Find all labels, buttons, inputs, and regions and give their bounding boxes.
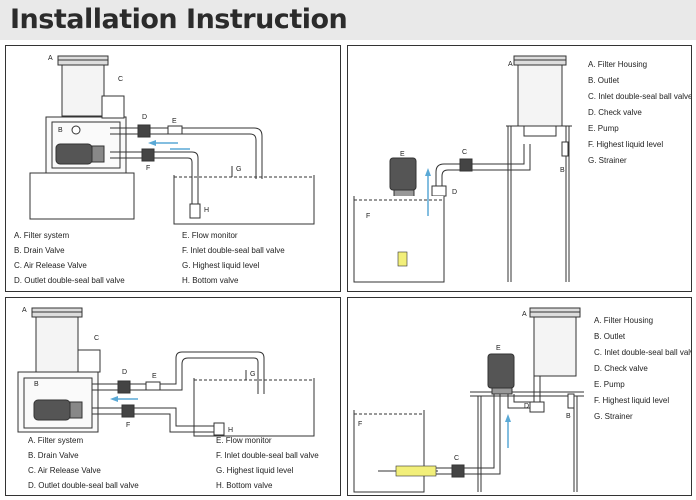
legend-item: F. Inlet double-seal ball valve (216, 451, 319, 460)
panel-3-drawing: A B C D E F G H (17, 307, 315, 437)
legend-item: A. Filter Housing (594, 316, 654, 325)
tag-h: H (204, 207, 209, 214)
legend-item: G. Strainer (594, 412, 633, 421)
tag-f: F (146, 165, 150, 172)
tag-c: C (462, 149, 467, 156)
tag-d: D (524, 403, 529, 410)
tag-d: D (122, 369, 127, 376)
tag-f: F (366, 213, 370, 220)
legend-item: C. Air Release Valve (14, 261, 87, 270)
tag-d: D (142, 114, 147, 121)
tag-g: G (236, 166, 241, 173)
legend-item: A. Filter system (28, 436, 84, 445)
panel-1-drawing: A B C D E F G H (29, 55, 315, 225)
tag-g: G (250, 371, 255, 378)
tag-b: B (560, 167, 565, 174)
tag-a: A (22, 307, 27, 314)
legend-item: E. Flow monitor (182, 231, 238, 240)
panel-4-drawing: A B C D E F (353, 307, 584, 493)
panel-2-drawing: A B C D E F (353, 55, 572, 283)
legend-item: G. Highest liquid level (182, 261, 260, 270)
panel-1-installation-diagram: A B C D E F G H A. Filter system B. Drai… (5, 45, 341, 292)
panel-4-installation-diagram: A B C D E F A. Filter Housing B. Outlet … (347, 297, 692, 496)
tag-e: E (172, 118, 177, 125)
page-title: Installation Instruction (10, 4, 348, 35)
legend-item: G. Highest liquid level (216, 466, 294, 475)
legend-item: F. Highest liquid level (588, 140, 664, 149)
panel-2-installation-diagram: A B C D E F A. Filter Housing B. Outlet … (347, 45, 692, 292)
tag-e: E (400, 151, 405, 158)
tag-a: A (48, 55, 53, 62)
legend-item: A. Filter system (14, 231, 70, 240)
tag-c: C (118, 76, 123, 83)
tag-b: B (34, 381, 39, 388)
legend-item: B. Drain Valve (14, 246, 65, 255)
tag-a: A (522, 311, 527, 318)
tag-d: D (452, 189, 457, 196)
legend-item: B. Outlet (594, 332, 626, 341)
tag-b: B (566, 413, 571, 420)
legend-item: E. Pump (594, 380, 625, 389)
legend-item: H. Bottom valve (182, 276, 239, 285)
tag-a: A (508, 61, 513, 68)
tag-e: E (152, 373, 157, 380)
legend-item: B. Drain Valve (28, 451, 79, 460)
legend-item: B. Outlet (588, 76, 620, 85)
tag-c: C (454, 455, 459, 462)
legend-item: C. Air Release Valve (28, 466, 101, 475)
header-bar: Installation Instruction (0, 0, 696, 40)
panel-3-installation-diagram: A B C D E F G H A. Filter system B. Drai… (5, 297, 341, 496)
tag-e: E (496, 345, 501, 352)
tag-f: F (126, 422, 130, 429)
legend-item: C. Inlet double-seal ball valve (588, 92, 692, 101)
tag-f: F (358, 421, 362, 428)
legend-item: D. Check valve (588, 108, 642, 117)
legend-item: F. Inlet double-seal ball valve (182, 246, 285, 255)
legend-item: D. Outlet double-seal ball valve (14, 276, 125, 285)
legend-item: F. Highest liquid level (594, 396, 670, 405)
legend-item: A. Filter Housing (588, 60, 648, 69)
tag-h: H (228, 427, 233, 434)
legend-item: C. Inlet double-seal ball valve (594, 348, 692, 357)
legend-item: G. Strainer (588, 156, 627, 165)
tag-c: C (94, 335, 99, 342)
legend-item: E. Flow monitor (216, 436, 272, 445)
legend-item: E. Pump (588, 124, 619, 133)
legend-item: D. Outlet double-seal ball valve (28, 481, 139, 490)
legend-item: H. Bottom valve (216, 481, 273, 490)
legend-item: D. Check valve (594, 364, 648, 373)
tag-b: B (58, 127, 63, 134)
